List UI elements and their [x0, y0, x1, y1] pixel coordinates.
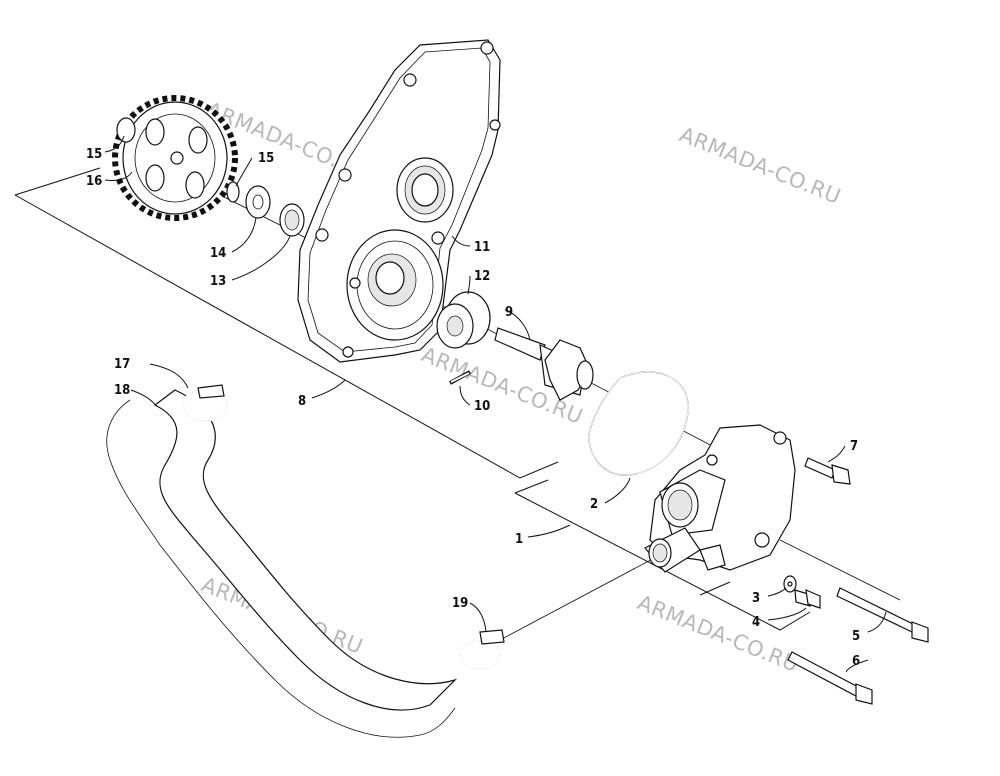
bracket-1: [514, 492, 811, 631]
callout-2: 2: [590, 497, 598, 512]
hose: [106, 389, 458, 738]
washer-3: [783, 575, 797, 593]
callouts: 1 2 3 4 5 6 7 8 9 10 11 12 13 14 15 15 1…: [86, 147, 860, 669]
leader-lines: [104, 135, 887, 673]
pump-housing: [644, 424, 796, 573]
pin-10: [449, 370, 471, 385]
watermarks: ARMADA-CO.RU ARMADA-CO.RU ARMADA-CO.RU A…: [198, 97, 844, 677]
callout-1: 1: [515, 532, 523, 547]
callout-16: 16: [86, 174, 102, 189]
callout-4: 4: [752, 615, 760, 630]
seal-12: [436, 291, 491, 349]
bolt-7: [804, 457, 851, 485]
bracket-8: [14, 167, 559, 494]
engine-cover: [297, 39, 501, 363]
bearing-14: [245, 185, 271, 219]
callout-8: 8: [298, 394, 306, 409]
callout-11: 11: [474, 240, 490, 255]
long-bolt-5: [836, 587, 929, 643]
seal-13: [279, 203, 305, 237]
callout-18: 18: [114, 383, 130, 398]
callout-10: 10: [474, 399, 490, 414]
callout-17: 17: [114, 357, 130, 372]
watermark-2: ARMADA-CO.RU: [676, 122, 844, 209]
clamp-17: [182, 384, 228, 422]
watermark-5: ARMADA-CO.RU: [634, 590, 802, 677]
impeller-shaft: [494, 327, 594, 401]
callout-14: 14: [210, 246, 226, 261]
callout-19: 19: [452, 596, 468, 611]
long-bolt-6: [787, 651, 873, 705]
callout-5: 5: [852, 629, 860, 644]
gear: [112, 95, 238, 221]
callout-9: 9: [505, 305, 513, 320]
callout-13: 13: [210, 274, 226, 289]
clip-left: [116, 117, 136, 143]
clamp-19: [459, 629, 505, 670]
callout-12: 12: [474, 269, 490, 284]
callout-15-right: 15: [258, 151, 274, 166]
callout-3: 3: [752, 591, 760, 606]
bolt-4: [794, 589, 821, 609]
callout-15-left: 15: [86, 147, 102, 162]
callout-7: 7: [850, 439, 858, 454]
callout-6: 6: [852, 654, 860, 669]
o-ring: [588, 371, 689, 476]
clip-right: [226, 181, 240, 203]
